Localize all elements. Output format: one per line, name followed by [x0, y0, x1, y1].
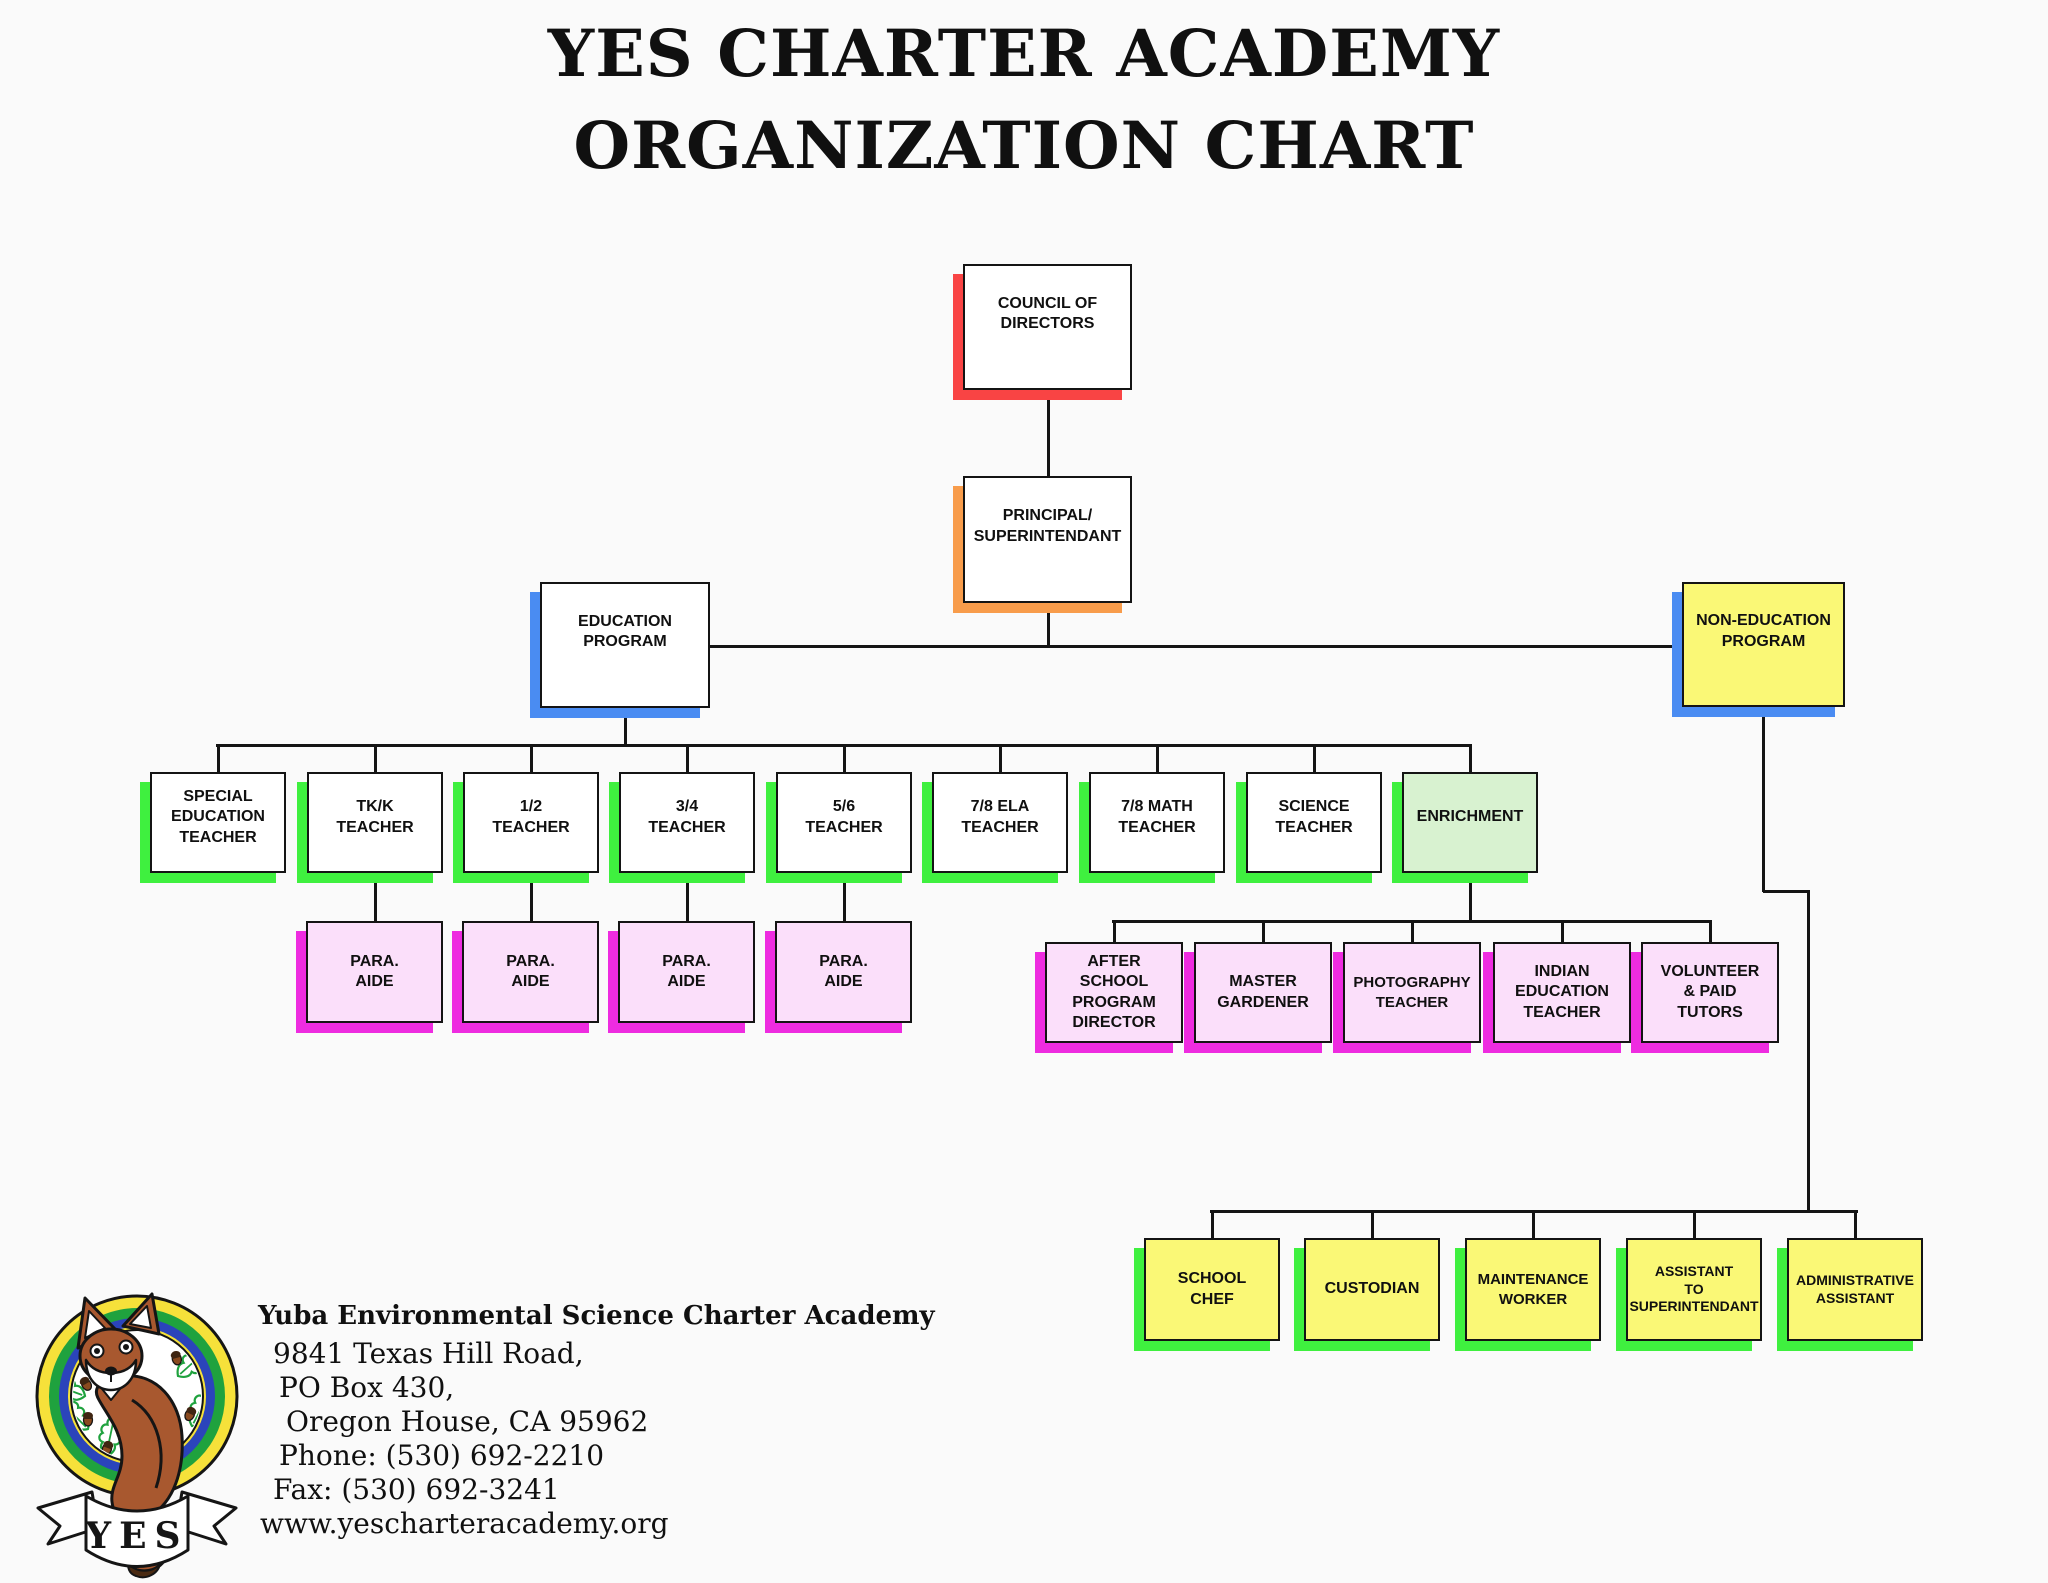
connector-line	[1155, 745, 1159, 773]
connector-line	[1410, 921, 1414, 944]
connector-line	[1046, 390, 1050, 478]
node-para-aide-2: PARA. AIDE	[462, 921, 599, 1023]
connector-line	[1112, 920, 1712, 923]
node-after-school-program-director: AFTER SCHOOL PROGRAM DIRECTOR	[1045, 942, 1183, 1043]
connector-line	[1692, 1211, 1696, 1240]
node-education-program: EDUCATION PROGRAM	[540, 582, 710, 708]
node-indian-education-teacher: INDIAN EDUCATION TEACHER	[1493, 942, 1631, 1043]
footer-phone: Phone: (530) 692-2210	[279, 1439, 605, 1472]
node-photography-teacher: PHOTOGRAPHY TEACHER	[1343, 942, 1481, 1043]
node-5-6-teacher: 5/6 TEACHER	[776, 772, 912, 873]
connector-line	[1708, 921, 1712, 944]
connector-line	[1763, 890, 1810, 893]
connector-line	[1531, 1211, 1535, 1240]
node-assistant-to-superintendant: ASSISTANT TO SUPERINTENDANT	[1626, 1238, 1762, 1341]
node-7-8-ela-teacher: 7/8 ELA TEACHER	[932, 772, 1068, 873]
logo-banner	[36, 1490, 238, 1568]
connector-line	[1468, 871, 1472, 922]
connector-line	[1112, 921, 1116, 944]
node-enrichment: ENRICHMENT	[1402, 772, 1538, 873]
connector-line	[1046, 601, 1050, 647]
connector-line	[529, 745, 533, 773]
node-science-teacher: SCIENCE TEACHER	[1246, 772, 1382, 873]
page-title-line1: YES CHARTER ACADEMY	[547, 16, 1501, 92]
connector-line	[529, 871, 533, 923]
node-para-aide-3: PARA. AIDE	[618, 921, 755, 1023]
node-1-2-teacher: 1/2 TEACHER	[463, 772, 599, 873]
connector-line	[1261, 921, 1265, 944]
connector-line	[216, 745, 220, 773]
node-volunteer-paid-tutors: VOLUNTEER & PAID TUTORS	[1641, 942, 1779, 1043]
connector-line	[685, 745, 689, 773]
node-custodian: CUSTODIAN	[1304, 1238, 1440, 1341]
connector-line	[685, 871, 689, 923]
connector-line	[373, 871, 377, 923]
connector-line	[1210, 1211, 1214, 1240]
connector-line	[623, 706, 627, 746]
footer-address-line: PO Box 430,	[279, 1371, 455, 1404]
node-para-aide-4: PARA. AIDE	[775, 921, 912, 1023]
connector-line	[1806, 890, 1810, 1212]
node-non-education-program: NON-EDUCATION PROGRAM	[1682, 582, 1845, 707]
node-special-education-teacher: SPECIAL EDUCATION TEACHER	[150, 772, 286, 873]
node-tk-k-teacher: TK/K TEACHER	[307, 772, 443, 873]
node-principal-superintendant: PRINCIPAL/ SUPERINTENDANT	[963, 476, 1132, 603]
connector-line	[1312, 745, 1316, 773]
node-para-aide-1: PARA. AIDE	[306, 921, 443, 1023]
connector-line	[842, 745, 846, 773]
footer-website: www.yescharteracademy.org	[260, 1507, 669, 1540]
footer-fax: Fax: (530) 692-3241	[273, 1473, 560, 1506]
connector-line	[998, 745, 1002, 773]
node-administrative-assistant: ADMINISTRATIVE ASSISTANT	[1787, 1238, 1923, 1341]
node-master-gardener: MASTER GARDENER	[1194, 942, 1332, 1043]
page-title-line2: ORGANIZATION CHART	[573, 108, 1475, 184]
connector-line	[1370, 1211, 1374, 1240]
node-maintenance-worker: MAINTENANCE WORKER	[1465, 1238, 1601, 1341]
footer-org-name: Yuba Environmental Science Charter Acade…	[258, 1301, 935, 1331]
node-3-4-teacher: 3/4 TEACHER	[619, 772, 755, 873]
connector-line	[1210, 1210, 1858, 1213]
connector-line	[1560, 921, 1564, 944]
connector-line	[842, 871, 846, 923]
node-council-of-directors: COUNCIL OF DIRECTORS	[963, 264, 1132, 390]
connector-line	[1853, 1211, 1857, 1240]
connector-line	[1468, 745, 1472, 773]
logo-yes-text: YES	[84, 1515, 188, 1557]
connector-line	[216, 744, 1472, 747]
node-7-8-math-teacher: 7/8 MATH TEACHER	[1089, 772, 1225, 873]
footer-address-block: Yuba Environmental Science Charter Acade…	[258, 1298, 935, 1541]
footer-address-line: Oregon House, CA 95962	[286, 1405, 649, 1438]
connector-line	[373, 745, 377, 773]
node-school-chef: SCHOOL CHEF	[1144, 1238, 1280, 1341]
connector-line	[710, 645, 1684, 648]
footer-address-line: 9841 Texas Hill Road,	[273, 1337, 584, 1370]
connector-line	[1761, 705, 1765, 892]
page-title: YES CHARTER ACADEMY ORGANIZATION CHART	[0, 8, 2048, 192]
yes-logo: YES	[35, 1292, 239, 1579]
